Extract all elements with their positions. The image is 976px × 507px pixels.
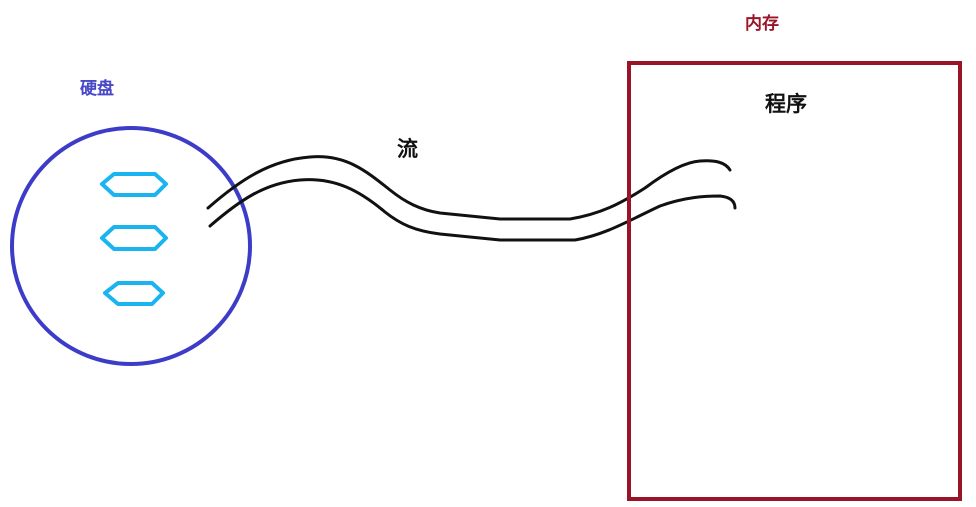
memory-label: 内存	[745, 14, 779, 34]
memory-box	[627, 61, 962, 501]
disk-block-2	[100, 225, 168, 251]
stream-label: 流	[397, 137, 418, 161]
disk-circle	[10, 126, 252, 366]
stream-line-upper	[206, 155, 732, 221]
disk-block-3	[103, 281, 165, 306]
stream-line-lower	[208, 178, 737, 242]
disk-label: 硬盘	[80, 79, 114, 99]
program-label: 程序	[765, 92, 807, 116]
disk-block-1	[100, 172, 168, 197]
